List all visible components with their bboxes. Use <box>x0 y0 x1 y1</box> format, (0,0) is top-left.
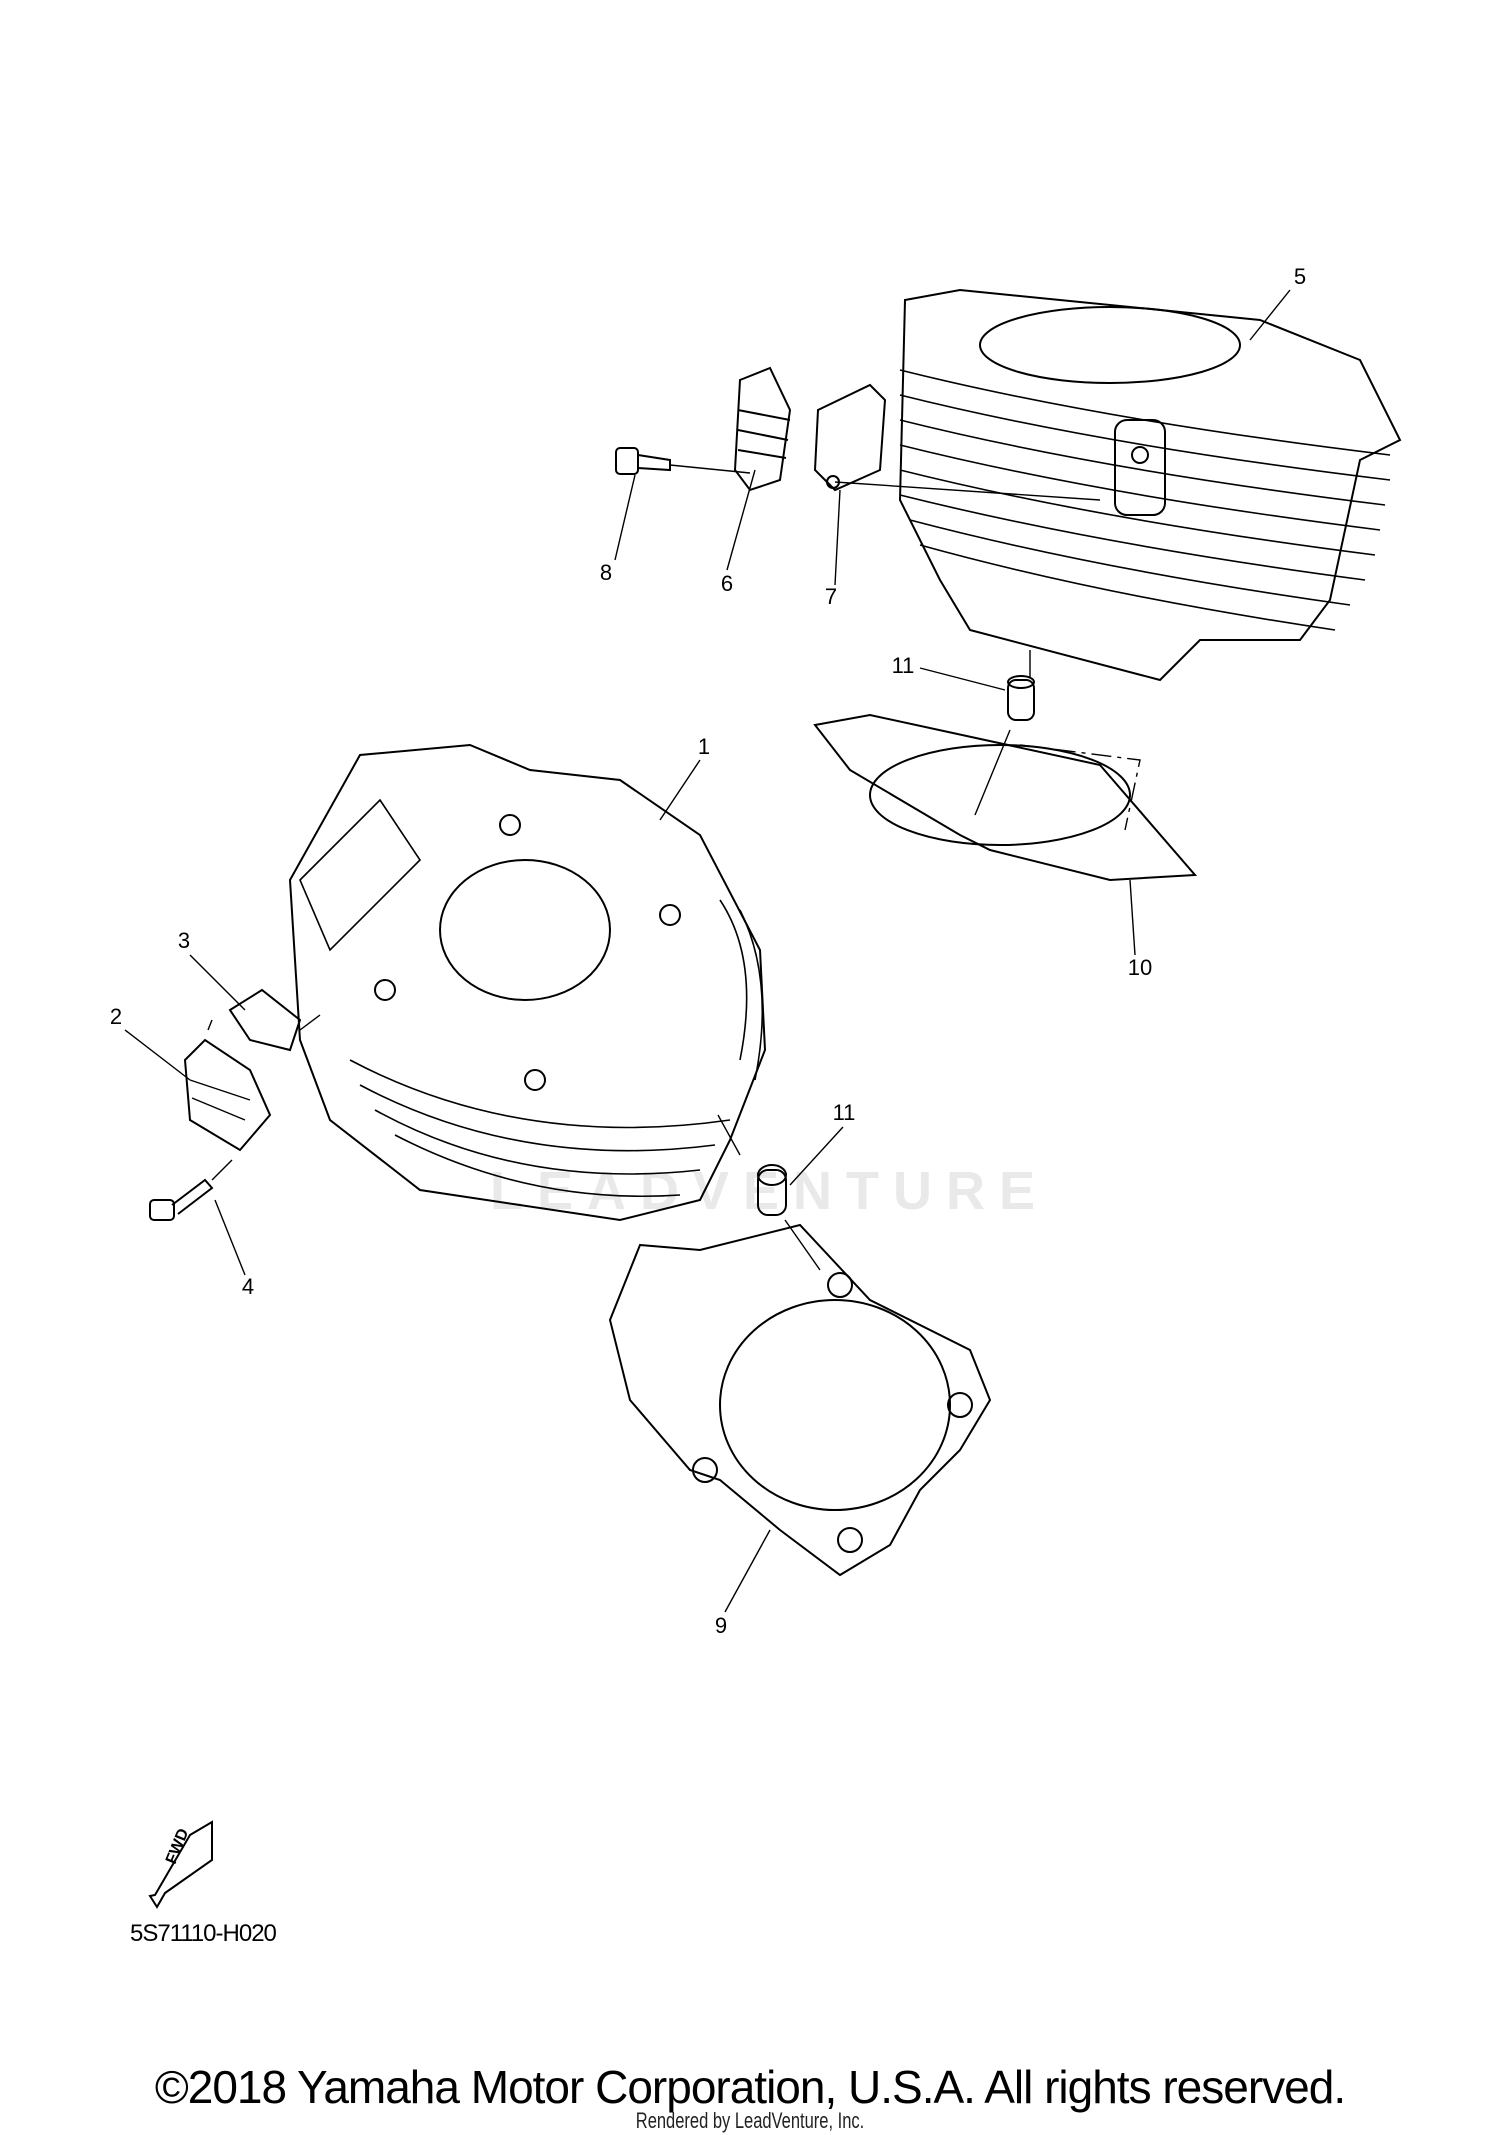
callout-8[interactable]: 8 <box>599 560 613 585</box>
callout-11-upper[interactable]: 11 <box>891 653 915 678</box>
callout-9[interactable]: 9 <box>714 1613 728 1638</box>
callout-2[interactable]: 2 <box>109 1004 123 1029</box>
callout-11-lower[interactable]: 11 <box>832 1100 856 1125</box>
callout-1[interactable]: 1 <box>697 734 711 759</box>
bolt-part-8[interactable] <box>615 447 751 475</box>
callout-3[interactable]: 3 <box>177 928 191 953</box>
diagram-code: 5S71110-H020 <box>130 1920 277 1947</box>
callout-4[interactable]: 4 <box>241 1274 255 1299</box>
callout-7[interactable]: 7 <box>824 584 838 609</box>
rear-cylinder-part-5[interactable] <box>898 288 1402 682</box>
leader-lines <box>124 289 1291 1613</box>
fwd-arrow-icon: FWD <box>148 1820 213 1909</box>
front-cylinder-part-1[interactable] <box>288 743 767 1222</box>
callout-6[interactable]: 6 <box>720 571 734 596</box>
bracket-part-6[interactable] <box>733 366 792 492</box>
copyright-notice: ©2018 Yamaha Motor Corporation, U.S.A. A… <box>154 2061 1346 2113</box>
fwd-label: FWD <box>163 1826 192 1866</box>
bolt-part-4[interactable] <box>149 1159 233 1221</box>
cylinder-base-gasket-part-10[interactable] <box>813 713 1198 882</box>
cover-part-2[interactable] <box>183 1038 272 1152</box>
gasket-part-7[interactable] <box>813 383 1101 501</box>
gasket-part-3[interactable] <box>207 988 321 1052</box>
dowel-part-11-upper[interactable] <box>974 650 1035 816</box>
callout-10[interactable]: 10 <box>1127 955 1153 980</box>
callout-5[interactable]: 5 <box>1293 264 1307 289</box>
cylinder-head-gasket-part-9[interactable] <box>608 1223 992 1577</box>
rendered-by-notice: Rendered by LeadVenture, Inc. <box>635 2108 865 2133</box>
dowel-part-11-lower[interactable] <box>717 1114 821 1271</box>
